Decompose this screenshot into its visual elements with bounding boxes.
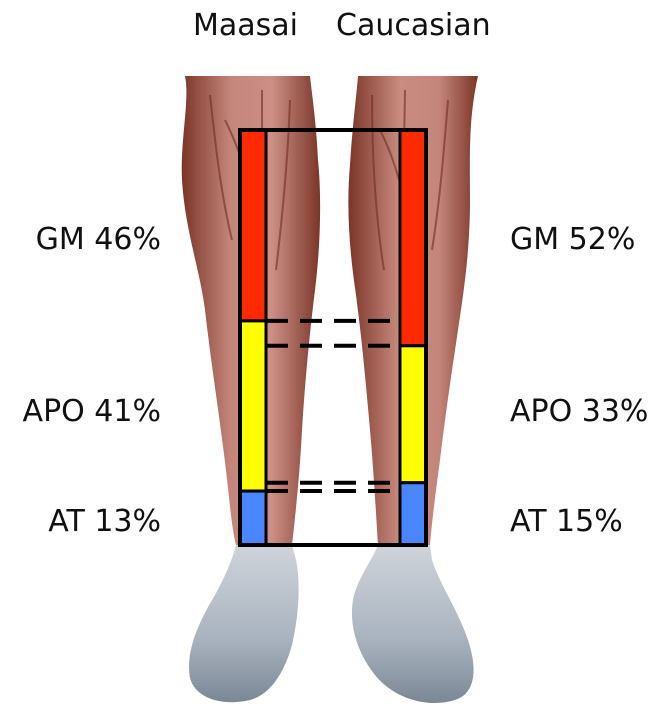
- maasai-gm-label: GM 46%: [36, 222, 161, 258]
- left-foot-shape: [189, 545, 299, 702]
- caucasian-apo-segment: [400, 346, 426, 483]
- caucasian-at-label: AT 15%: [510, 504, 623, 540]
- maasai-apo-label: APO 41%: [23, 394, 161, 430]
- caucasian-gm-label: GM 52%: [510, 222, 635, 258]
- caucasian-apo-label: APO 33%: [510, 394, 648, 430]
- maasai-apo-segment: [240, 321, 266, 491]
- maasai-at-segment: [240, 491, 266, 545]
- caucasian-gm-segment: [400, 130, 426, 346]
- maasai-at-label: AT 13%: [48, 504, 161, 540]
- right-foot-shape: [352, 545, 474, 703]
- caucasian-at-segment: [400, 483, 426, 545]
- maasai-gm-segment: [240, 130, 266, 321]
